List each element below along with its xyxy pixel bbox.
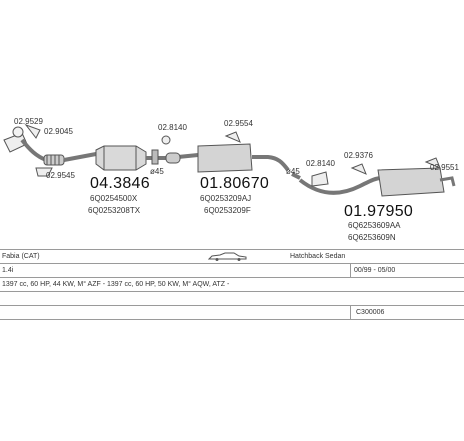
part-label-clamp-b: 02.9045 — [44, 127, 73, 136]
oem-front-pipe-1: 6Q0254500X — [90, 194, 138, 203]
table-row-spec: 1397 cc, 60 HP, 44 KW, M° AZF - 1397 cc,… — [0, 277, 464, 291]
table-row-code: C300006 — [0, 305, 464, 319]
hanger-h — [424, 157, 441, 169]
oem-middle-2: 6Q0253209F — [204, 206, 251, 215]
middle-pipe-rear — [252, 155, 290, 172]
clamp-d — [161, 135, 171, 145]
part-number-middle: 01.80670 — [200, 175, 270, 192]
hanger-e — [224, 131, 241, 143]
middle-silencer — [197, 143, 253, 173]
exhaust-system-diagram: 02.9529 02.9045 02.9545 04.3846 6Q025450… — [3, 117, 459, 242]
body-cell: Hatchback Sedan — [290, 253, 346, 260]
angle-rear: ø45 — [286, 167, 300, 176]
part-label-clamp-g: 02.9376 — [344, 151, 373, 160]
angle-mid: ø45 — [150, 167, 164, 176]
oem-rear-1: 6Q6253609AA — [348, 221, 401, 230]
front-pipe — [63, 152, 97, 162]
front-downpipe — [20, 138, 47, 162]
oem-rear-2: 6Q6253609N — [348, 233, 396, 242]
hanger-c — [35, 167, 53, 177]
part-label-clamp-a: 02.9529 — [14, 117, 43, 126]
catalytic-converter — [95, 145, 147, 171]
oem-middle-1: 6Q0253209AJ — [200, 194, 252, 203]
tail-pipe — [439, 176, 456, 187]
engine-cell: 1.4i — [2, 267, 14, 274]
exhaust-drawing — [3, 123, 456, 197]
table-row-model: Fabia (CAT) Hatchback Sedan — [0, 249, 464, 263]
clamp-mid — [151, 149, 159, 165]
gasket-b — [24, 123, 41, 139]
rear-pipe — [298, 176, 383, 195]
rear-silencer — [377, 167, 445, 197]
oem-front-pipe-2: 6Q0253208TX — [88, 206, 141, 215]
table-row-engine: 1.4i 00/99 - 05/00 — [0, 263, 464, 277]
code-cell: C300006 — [356, 309, 385, 316]
spec-cell: 1397 cc, 60 HP, 44 KW, M° AZF - 1397 cc,… — [2, 281, 230, 288]
model-cell: Fabia (CAT) — [2, 253, 40, 260]
clamp-a — [12, 126, 24, 138]
years-cell: 00/99 - 05/00 — [354, 267, 396, 274]
hanger-g — [350, 163, 367, 175]
table-row-blank — [0, 291, 464, 305]
car-silhouette-icon — [207, 252, 248, 263]
part-label-clamp-c: 02.9545 — [46, 171, 75, 180]
hanger-f — [311, 171, 329, 187]
part-label-clamp-d: 02.8140 — [158, 123, 187, 132]
part-number-front-pipe: 04.3846 — [90, 175, 150, 192]
part-number-rear: 01.97950 — [344, 203, 414, 220]
part-label-clamp-h: 02.9551 — [430, 163, 459, 172]
part-label-clamp-e: 02.9554 — [224, 119, 253, 128]
table-bottom-rule — [0, 319, 464, 320]
part-label-clamp-f: 02.8140 — [306, 159, 335, 168]
